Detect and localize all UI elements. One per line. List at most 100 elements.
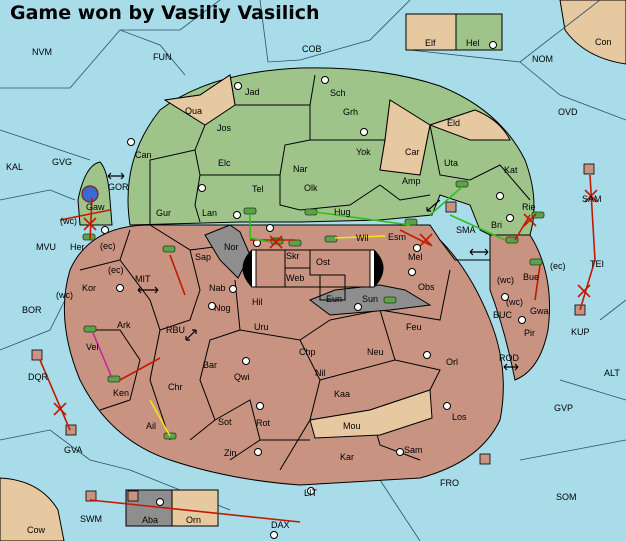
territory-label: Hel (466, 38, 480, 48)
army-units[interactable] (82, 180, 545, 440)
territory-label: Vel (86, 342, 99, 352)
territory-label: Sch (330, 88, 346, 98)
territory-label: Sun (362, 294, 378, 304)
sea-label: SAM (582, 194, 602, 204)
territory-label: Sap (195, 252, 211, 262)
territory-label: Ark (117, 320, 131, 330)
territory-label: Obs (418, 282, 435, 292)
lake-west-cap (243, 250, 252, 287)
territory-label: Nog (214, 303, 231, 313)
impassable-west (204, 224, 251, 279)
game-title: Game won by Vasiliy Vasilich (10, 2, 320, 24)
land-east-arm[interactable] (489, 234, 550, 381)
sea-label: BUC (493, 310, 513, 320)
territory-label: Grh (343, 107, 358, 117)
sea-label: GVG (52, 157, 72, 167)
coast-label: (wc) (497, 275, 514, 285)
territory-label: Wil (356, 233, 369, 243)
sea-label: MIT (135, 274, 151, 284)
territory-label: Sam (404, 445, 423, 455)
territory-label: Olk (304, 183, 318, 193)
coast-label-group: (wc) (ec) (ec) (wc) (wc) (ec) (wc) (56, 216, 566, 307)
territory-label: Nab (209, 283, 226, 293)
sea-label: DQR (28, 372, 49, 382)
sea-label: OVD (558, 107, 578, 117)
sea-label: ALT (604, 368, 620, 378)
lake-east-cap (374, 250, 383, 287)
territory-label: Mel (408, 252, 423, 262)
territory-label: Chp (299, 347, 316, 357)
sea-label: TEI (590, 259, 604, 269)
territory-hel[interactable] (455, 13, 503, 51)
territory-label: Jos (217, 123, 232, 133)
land-label-group: Jad Sch Qua Jos Grh Eld Can Elc Nar Yok … (70, 38, 549, 525)
sea-label: SWM (80, 514, 102, 524)
sea-label: SOM (556, 492, 577, 502)
territory-label: Chr (168, 382, 183, 392)
territory-label: Nar (293, 164, 308, 174)
impassable-center (308, 284, 432, 316)
territory-eld[interactable] (428, 109, 511, 141)
territory-label: Rie (522, 202, 536, 212)
sea-label: LIT (304, 488, 318, 498)
coast-label: (ec) (100, 241, 116, 251)
territory-label: Jad (245, 87, 260, 97)
territory-label: Qua (185, 106, 202, 116)
territory-label: Gwa (530, 306, 549, 316)
coast-label: (wc) (56, 290, 73, 300)
island-cow[interactable] (0, 477, 65, 541)
territory-label: Neu (367, 347, 384, 357)
territory-label: Ost (316, 257, 331, 267)
sea-label: NOM (532, 54, 553, 64)
territory-mou[interactable] (309, 389, 433, 439)
territory-label: Web (286, 273, 304, 283)
sea-label: COB (302, 44, 322, 54)
territory-label: Kor (82, 283, 96, 293)
territory-label: Tel (252, 184, 264, 194)
territory-label: Eun (326, 294, 342, 304)
territory-label: Esm (388, 232, 406, 242)
territory-label: Skr (286, 251, 300, 261)
territory-label: Kar (340, 452, 354, 462)
coast-label: (wc) (60, 216, 77, 226)
territory-label: Ail (146, 421, 156, 431)
territory-label: Zin (224, 448, 237, 458)
territory-label: Aba (142, 515, 158, 525)
territory-label: Amp (402, 176, 421, 186)
territory-label: Ken (113, 388, 129, 398)
territory-label: Elf (425, 38, 436, 48)
territory-label: Orl (446, 357, 458, 367)
territory-label: Kaa (334, 389, 350, 399)
sea-label: MVU (36, 242, 56, 252)
sea-label: Cow (27, 525, 46, 535)
globe-icon (81, 185, 99, 203)
territory-label: Sot (218, 417, 232, 427)
coast-label: (ec) (108, 265, 124, 275)
failed-move-markers (53, 189, 598, 416)
territory-label: Rot (256, 418, 271, 428)
territory-label: Los (452, 412, 467, 422)
territory-label: Can (135, 150, 152, 160)
sea-label: GVP (554, 403, 573, 413)
territory-label: Uta (444, 158, 458, 168)
territory-label: Bri (491, 220, 502, 230)
territory-orn[interactable] (171, 489, 219, 527)
sea-label: GOR (108, 182, 129, 192)
territory-car[interactable] (379, 99, 431, 176)
territory-label: Pir (524, 328, 535, 338)
territory-qua[interactable] (163, 74, 236, 126)
territory-label: Nil (315, 368, 326, 378)
sea-label: NVM (32, 47, 52, 57)
sea-label: KAL (6, 162, 23, 172)
territory-label: Eld (447, 118, 460, 128)
sea-label: FRO (440, 478, 459, 488)
sea-label: BOR (22, 305, 42, 315)
supply-centers (101, 41, 526, 539)
territory-label: Qwi (234, 372, 250, 382)
territory-label: Hil (252, 297, 263, 307)
coast-label: (wc) (506, 297, 523, 307)
territory-label: Uru (254, 322, 269, 332)
territory-label: Bue (523, 272, 539, 282)
